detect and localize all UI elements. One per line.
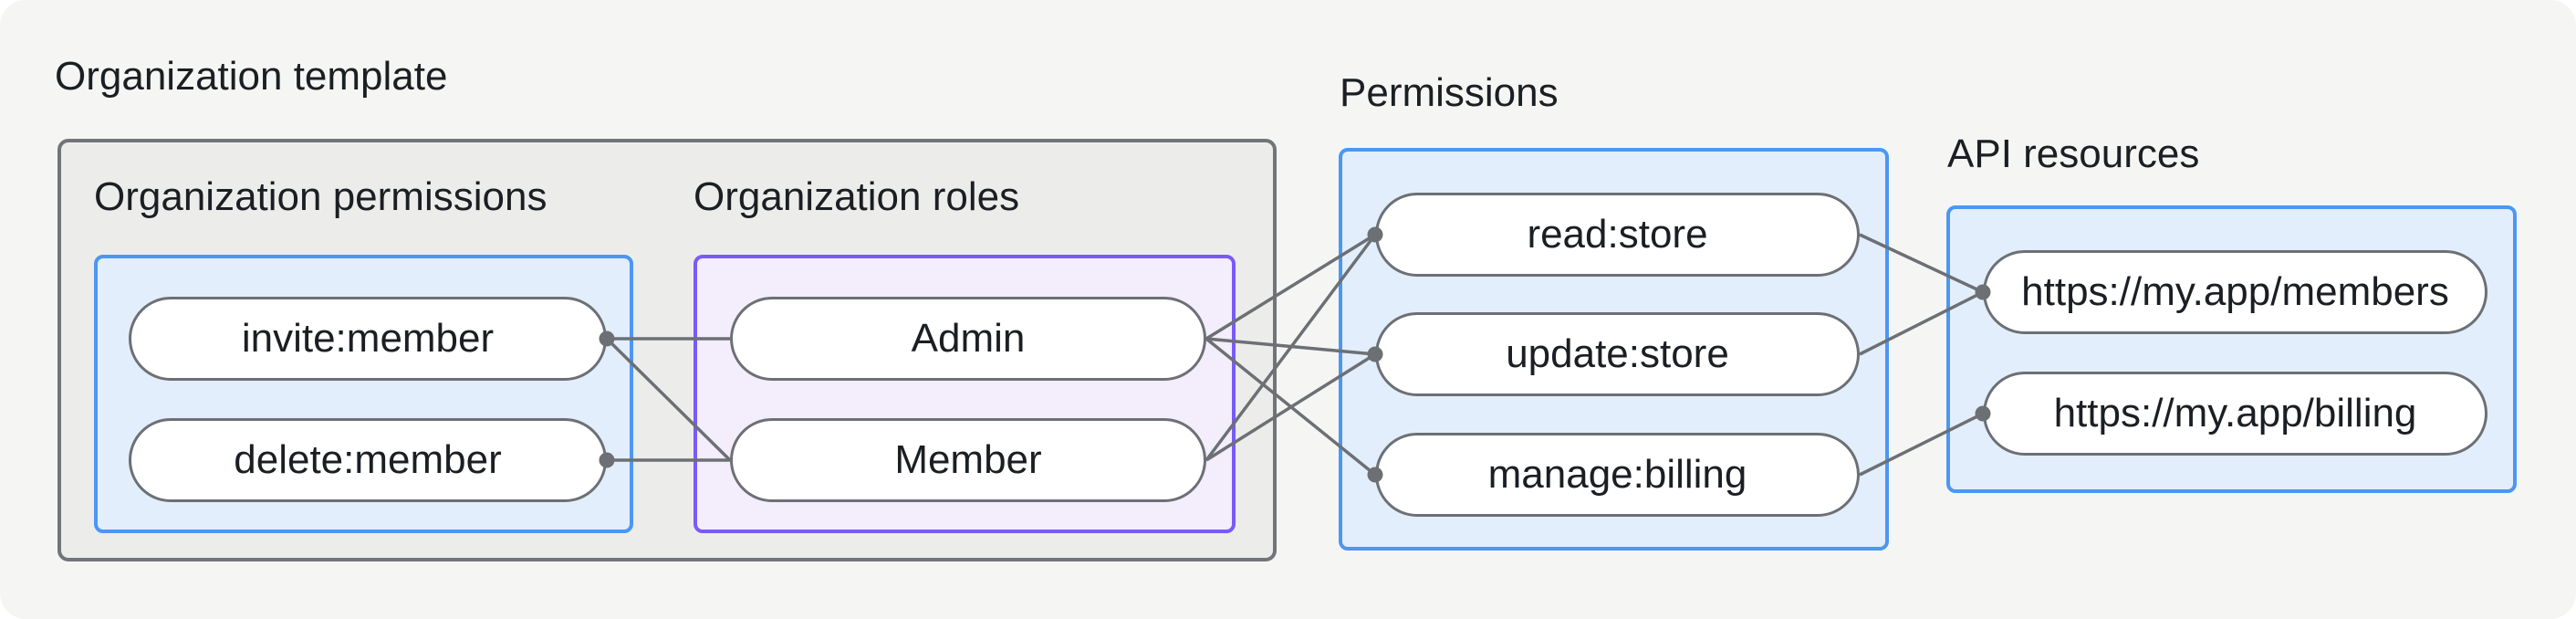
node-member-role: Member <box>730 418 1206 502</box>
node-update-store: update:store <box>1375 312 1860 396</box>
node-admin-role: Admin <box>730 297 1206 381</box>
permissions-box: read:store update:store manage:billing <box>1339 148 1889 551</box>
node-invite-member: invite:member <box>129 297 607 381</box>
node-api-members-url: https://my.app/members <box>1983 250 2487 334</box>
organization-permissions-heading: Organization permissions <box>94 174 548 219</box>
node-api-billing-url: https://my.app/billing <box>1983 372 2487 456</box>
node-delete-member: delete:member <box>129 418 607 502</box>
api-resources-box: https://my.app/members https://my.app/bi… <box>1946 205 2517 493</box>
organization-template-label: Organization template <box>55 54 448 99</box>
organization-roles-box: Admin Member <box>694 255 1236 533</box>
organization-roles-heading: Organization roles <box>694 174 1020 219</box>
node-manage-billing: manage:billing <box>1375 433 1860 517</box>
permissions-label: Permissions <box>1340 70 1559 115</box>
node-read-store: read:store <box>1375 193 1860 277</box>
organization-permissions-box: invite:member delete:member <box>94 255 633 533</box>
organization-template-group: Organization permissions Organization ro… <box>57 139 1277 561</box>
api-resources-label: API resources <box>1947 131 2200 176</box>
